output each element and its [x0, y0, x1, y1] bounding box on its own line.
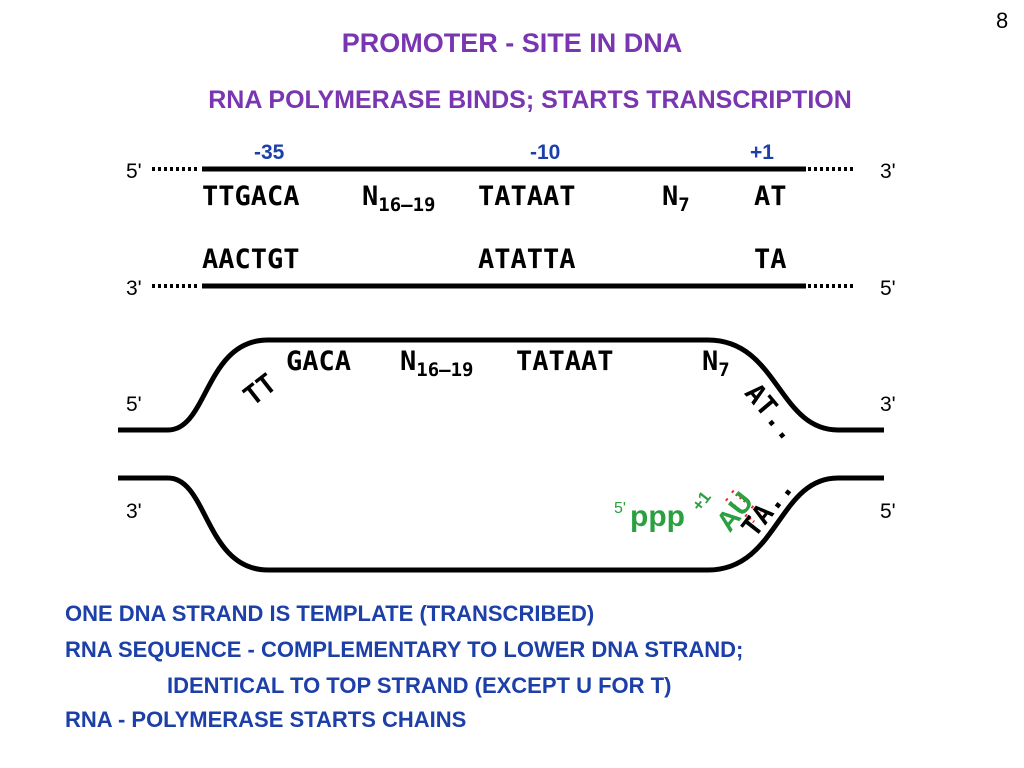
label-minus35: -35: [254, 141, 285, 164]
base-pair-dots: [725, 489, 761, 524]
page-number: 8: [996, 8, 1009, 33]
bubble-n7: N7: [702, 346, 730, 381]
bubble-gaca: GACA: [286, 346, 352, 377]
bubble-upper-strand: [118, 337, 884, 433]
mid-left-3prime: 3': [126, 277, 142, 300]
bottom-start: TA: [754, 244, 787, 275]
note-template: ONE DNA STRAND IS TEMPLATE (TRANSCRIBED): [65, 601, 595, 626]
top-right-3prime: 3': [880, 160, 896, 183]
bubble-right-3prime: 3': [880, 393, 896, 416]
page-title: PROMOTER - SITE IN DNA: [341, 28, 683, 58]
bubble-lower-strand: [118, 475, 884, 573]
bubble-left-5prime: 5': [126, 393, 142, 416]
top-box10: TATAAT: [478, 181, 576, 212]
note-complementary: RNA SEQUENCE - COMPLEMENTARY TO LOWER DN…: [65, 637, 744, 662]
label-plus1: +1: [750, 141, 774, 164]
bottom-box10: ATATTA: [478, 244, 576, 275]
mid-right-5prime: 5': [880, 277, 896, 300]
note-identical: IDENTICAL TO TOP STRAND (EXCEPT U FOR T): [167, 673, 672, 698]
top-box35: TTGACA: [202, 181, 300, 212]
top-n7: N7: [662, 181, 690, 216]
top-left-5prime: 5': [126, 160, 142, 183]
rna-five-prime: 5': [614, 500, 626, 517]
top-spacer: N16–19: [362, 181, 436, 216]
note-polymerase: RNA - POLYMERASE STARTS CHAINS: [65, 707, 467, 732]
page-subtitle: RNA POLYMERASE BINDS; STARTS TRANSCRIPTI…: [208, 86, 852, 114]
rna-ppp: ppp: [630, 500, 685, 533]
bubble-spacer: N16–19: [400, 346, 474, 381]
bubble-right-5prime: 5': [880, 500, 896, 523]
bubble-box10: TATAAT: [516, 346, 614, 377]
bubble-left-3prime: 3': [126, 500, 142, 523]
bottom-box35: AACTGT: [202, 244, 300, 275]
label-minus10: -10: [530, 141, 561, 164]
top-start: AT: [754, 181, 787, 212]
